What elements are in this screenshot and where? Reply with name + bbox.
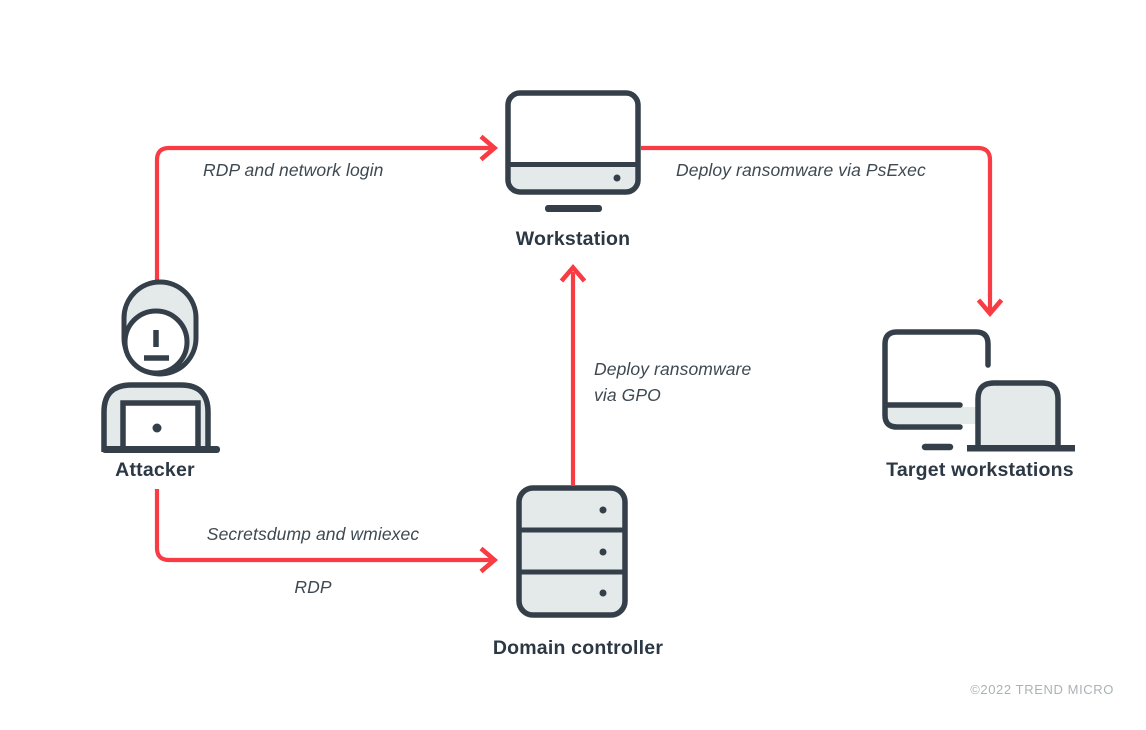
arrow-workstation-to-targets [641,145,1004,318]
edge-label-deploy-gpo-line1: Deploy ransomware [594,359,752,379]
edge-label-deploy-gpo: Deploy ransomware via GPO [594,356,751,408]
domain-controller-label: Domain controller [492,637,664,659]
edge-label-deploy-psexec: Deploy ransomware via PsExec [676,160,926,180]
edge-label-secretsdump-wmiexec: Secretsdump and wmiexec [206,524,420,544]
edge-label-deploy-gpo-line2: via GPO [594,385,661,405]
attacker-icon [101,279,220,453]
target-workstations-devices-icon [882,329,1075,452]
arrow-attacker-to-workstation [154,134,499,284]
edge-label-rdp: RDP [294,577,332,597]
edge-label-rdp-network-login: RDP and network login [203,160,384,180]
workstation-monitor-icon [505,90,641,212]
domain-controller-server-icon [516,485,628,618]
arrow-attacker-to-dc [154,489,499,574]
arrow-dc-to-workstation [559,263,587,485]
workstation-label: Workstation [515,228,631,250]
target-workstations-label: Target workstations [886,459,1074,481]
attacker-label: Attacker [115,459,195,481]
copyright-text: ©2022 TREND MICRO [970,682,1114,697]
